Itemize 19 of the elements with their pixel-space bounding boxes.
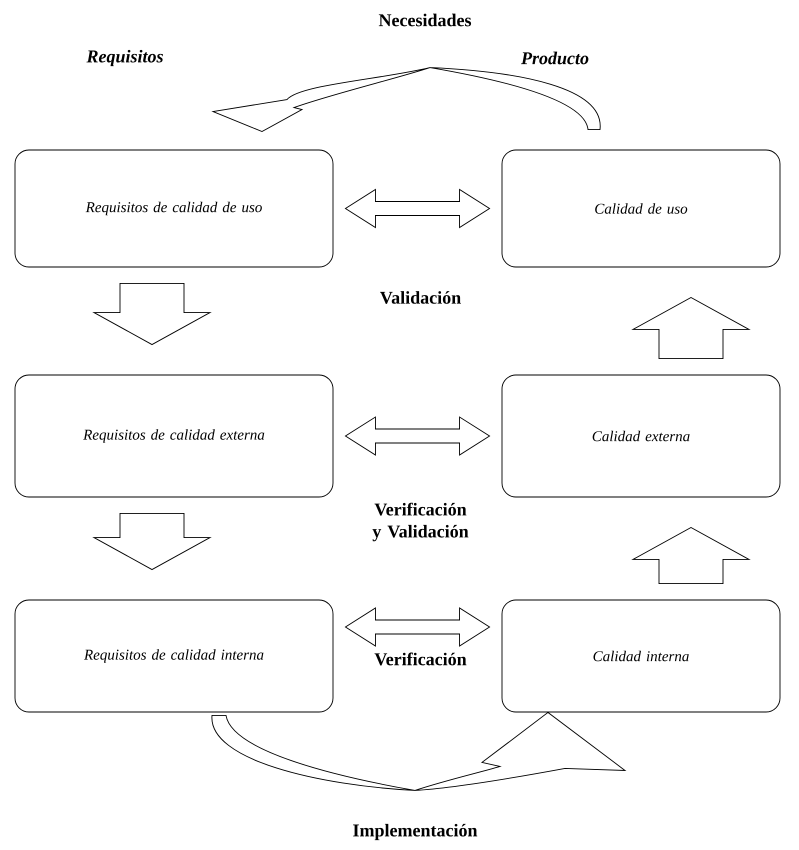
curved-block-arrow [212,712,626,791]
label-text: Necesidades [378,14,472,26]
label-text: Producto [520,52,588,64]
label-text: Implementación [353,824,478,840]
edge-label: Validación [380,291,461,304]
block-arrow [631,526,751,584]
label-text: Requisitos [86,50,163,66]
block-arrow [92,283,212,346]
block-arrow [92,513,212,570]
process-box: Calidad externa [502,374,780,498]
process-box: Requisitos de calidad externa [14,374,334,498]
edge-label: Verificación [374,652,466,666]
process-box: Calidad de uso [502,150,780,268]
curved-block-arrow [212,67,600,132]
process-box: Requisitos de calidad de uso [14,150,334,268]
process-box: Requisitos de calidad interna [14,600,334,712]
process-box: Calidad interna [502,600,780,712]
edge-label: Verificación y Validación [372,502,468,542]
block-arrow [631,296,751,359]
